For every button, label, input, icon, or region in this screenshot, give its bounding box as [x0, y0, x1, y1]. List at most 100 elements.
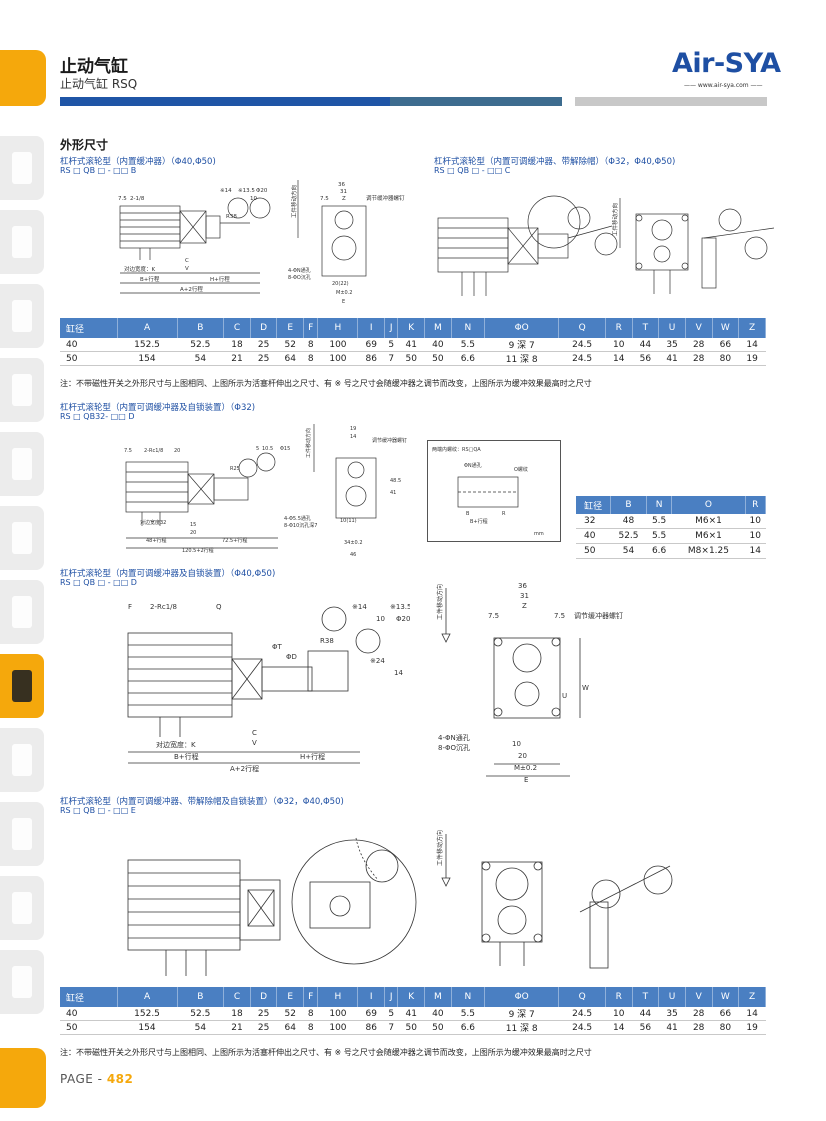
- label-31: 31: [340, 189, 347, 195]
- page-number: PAGE - 482: [60, 1072, 133, 1086]
- drawing-type-e: [127, 837, 417, 976]
- caption-e-model: RS □ QB □ - □□ E: [60, 806, 136, 815]
- column-header: F: [303, 318, 319, 338]
- label-d32-r25: R25: [230, 466, 240, 472]
- sidebar-item-accessory[interactable]: [0, 950, 44, 1014]
- label-box-o: O螺纹: [514, 466, 528, 473]
- table-cell: 11 深 8: [484, 1020, 559, 1035]
- sidebar-item-regulator[interactable]: [0, 580, 44, 644]
- brand-url: —— www.air-sya.com ——: [684, 82, 763, 89]
- table-cell: 14: [605, 1020, 633, 1035]
- label-c: C: [185, 258, 189, 264]
- sidebar-item-fitting[interactable]: [0, 284, 44, 348]
- table-cell: 50: [60, 1020, 118, 1035]
- table-cell: 18: [223, 1007, 251, 1021]
- label-d32-120-5: 120.5+2行程: [182, 547, 214, 554]
- sidebar-item-connector[interactable]: [0, 802, 44, 866]
- label-d32-48: 48+行程: [146, 537, 167, 544]
- caption-d-model: RS □ QB □ - □□ D: [60, 578, 137, 587]
- label-d-10: 10: [376, 615, 385, 623]
- table-cell: 19: [738, 351, 766, 366]
- table-cell: 86: [357, 351, 385, 366]
- table-cell: 28: [685, 338, 712, 352]
- label-d-e: E: [524, 776, 528, 784]
- label-b-stroke: B+行程: [140, 275, 160, 283]
- table-cell: 14: [738, 338, 766, 352]
- sidebar-item-cylinder-2[interactable]: [0, 210, 44, 274]
- caption-b-model: RS □ QB □ - □□ B: [60, 166, 137, 175]
- column-header: B: [177, 318, 225, 338]
- label-box-b: B: [466, 511, 470, 517]
- label-box-r: R: [502, 511, 506, 517]
- sidebar-item-cylinder-1[interactable]: [0, 136, 44, 200]
- column-header: Q: [558, 987, 606, 1007]
- label-d32-19: 19: [350, 426, 356, 432]
- table-cell: 48: [610, 514, 647, 529]
- table-cell: 8: [303, 351, 318, 366]
- table-cell: 54: [177, 1020, 224, 1035]
- table-cell: 80: [712, 1020, 739, 1035]
- table-cell: 50: [60, 351, 118, 366]
- sidebar-item-elbow[interactable]: [0, 358, 44, 422]
- caption-d32-title: 杠杆式滚轮型（内置可调缓冲器及自锁装置）（Φ32): [60, 403, 256, 413]
- table-cell: 5: [384, 338, 398, 352]
- table-cell: 52.5: [610, 528, 647, 544]
- table-cell: 5.5: [451, 338, 485, 352]
- label-d32-dir: 工件移动方向: [305, 428, 312, 458]
- table-cell: 5.5: [646, 514, 672, 529]
- table-cell: 32: [576, 514, 611, 529]
- section-tab-top: [0, 50, 46, 106]
- column-header: 缸径: [576, 496, 612, 514]
- table-cell: 86: [357, 1020, 385, 1035]
- label-d-31: 31: [520, 592, 529, 600]
- sidebar-item-block[interactable]: [0, 506, 44, 570]
- column-header: T: [632, 987, 660, 1007]
- label-36: 36: [338, 182, 345, 188]
- column-header: D: [250, 987, 278, 1007]
- table-cell: 10: [605, 338, 633, 352]
- valve-icon: [12, 448, 32, 480]
- column-header: R: [745, 496, 767, 514]
- label-d-36: 36: [518, 582, 527, 590]
- label-d32-14: 14: [350, 434, 356, 440]
- table-cell: M6×1: [671, 514, 746, 529]
- table-cell: 100: [317, 1020, 358, 1035]
- label-d-k: 对边宽度：K: [156, 740, 196, 749]
- label-r38: R38: [226, 214, 237, 220]
- sidebar-item-silencer[interactable]: [0, 876, 44, 940]
- label-d-w: W: [582, 684, 589, 692]
- table-cell: 28: [685, 1020, 712, 1035]
- table-cell: 152.5: [117, 338, 177, 352]
- drawing-type-d: F 2-Rc1/8 Q ※14 ※13.5 Φ20 10 R38 ΦT ΦD ※…: [127, 603, 410, 773]
- sidebar-item-manifold[interactable]: [0, 728, 44, 792]
- column-header: W: [712, 318, 740, 338]
- table-cell: 5.5: [451, 1007, 485, 1021]
- page-label: PAGE -: [60, 1072, 107, 1086]
- label-d20: Φ20: [256, 188, 268, 194]
- column-header: 缸径: [60, 987, 118, 1007]
- table-cell: 52: [276, 338, 304, 352]
- table-cell: 154: [117, 1020, 177, 1035]
- label-d-q: Q: [216, 603, 222, 611]
- connector-icon: [12, 818, 32, 850]
- sidebar-item-valve[interactable]: [0, 432, 44, 496]
- table-cell: 10: [605, 1007, 633, 1021]
- column-header: N: [646, 496, 673, 514]
- label-d-dir: 工件移动方向: [436, 584, 444, 620]
- label-d-10b: 10: [512, 740, 521, 748]
- column-header: M: [424, 318, 452, 338]
- label-d-24: ※24: [370, 657, 385, 665]
- column-header: Z: [738, 318, 766, 338]
- label-d-r38: R38: [320, 637, 334, 645]
- section-tab-bottom: [0, 1048, 46, 1108]
- table-cell: 50: [576, 543, 611, 559]
- sidebar-item-stopper[interactable]: [0, 654, 44, 718]
- table-cell: 19: [738, 1020, 766, 1035]
- column-header: A: [117, 318, 178, 338]
- table-cell: 28: [685, 351, 712, 366]
- table-cell: 50: [424, 351, 452, 366]
